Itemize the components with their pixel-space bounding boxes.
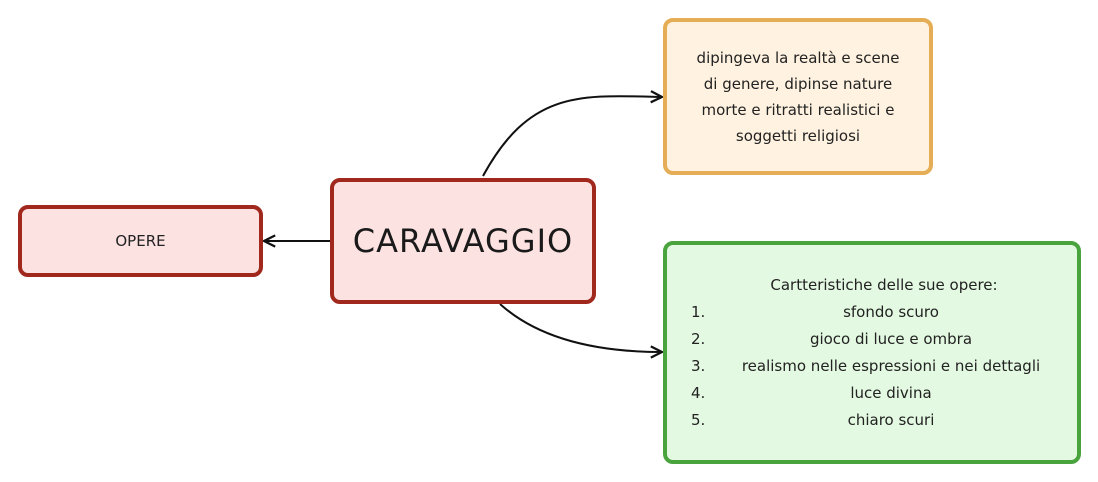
features-list-item: 2. gioco di luce e ombra: [691, 326, 1071, 353]
list-item-text: chiaro scuri: [847, 410, 935, 429]
features-list-item: 4. luce divina: [691, 380, 1071, 407]
caravaggio-central-node[interactable]: CARAVAGGIO: [330, 178, 596, 304]
features-heading: Cartteristiche delle sue opere:: [770, 275, 998, 294]
list-item-text: gioco di luce e ombra: [809, 329, 973, 348]
list-item-text: realismo nelle espressioni e nei dettagl…: [741, 356, 1041, 375]
opere-node-label: OPERE: [115, 232, 166, 250]
list-item-number: 3.: [691, 356, 706, 375]
features-list: 1. sfondo scuro 2. gioco di luce e ombra…: [691, 299, 1071, 434]
features-list-item: 5. chiaro scuri: [691, 407, 1071, 434]
connector-to-features: [499, 303, 662, 352]
list-item-number: 4.: [691, 383, 706, 402]
list-item-number: 5.: [691, 410, 706, 429]
subjects-node[interactable]: dipingeva la realtà e scene di genere, d…: [663, 18, 933, 175]
subjects-line: morte e ritratti realistici e: [701, 100, 895, 119]
features-list-item: 1. sfondo scuro: [691, 299, 1071, 326]
subjects-line: soggetti religiosi: [735, 126, 861, 145]
connector-to-subjects: [482, 96, 662, 177]
list-item-text: luce divina: [850, 383, 932, 402]
features-list-item: 3. realismo nelle espressioni e nei dett…: [691, 353, 1071, 380]
central-node-label: CARAVAGGIO: [352, 222, 574, 260]
subjects-line: di genere, dipinse nature: [703, 74, 893, 93]
subjects-line: dipingeva la realtà e scene: [696, 48, 900, 67]
opere-node[interactable]: OPERE: [18, 205, 263, 277]
list-item-number: 1.: [691, 302, 706, 321]
list-item-number: 2.: [691, 329, 706, 348]
features-node[interactable]: Cartteristiche delle sue opere: 1. sfond…: [663, 241, 1081, 464]
list-item-text: sfondo scuro: [843, 302, 939, 321]
subjects-text: dipingeva la realtà e scene di genere, d…: [697, 45, 900, 149]
